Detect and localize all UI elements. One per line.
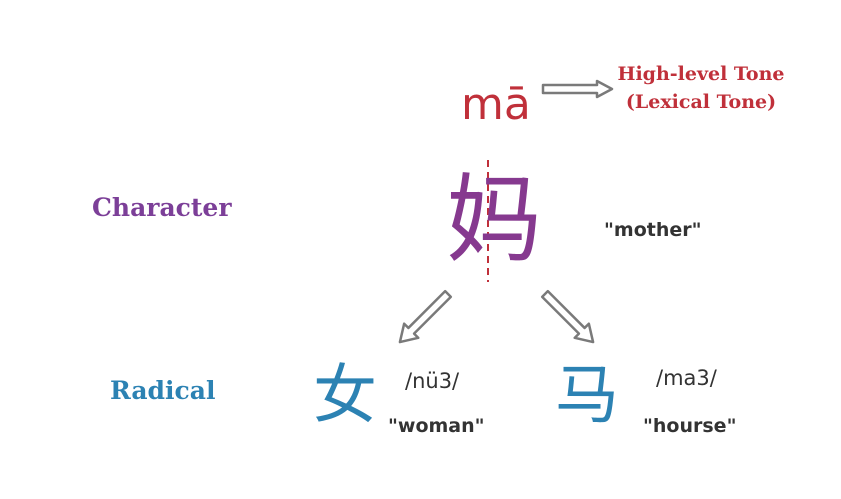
character-gloss: "mother" [604, 219, 702, 241]
radical-woman-gloss: "woman" [388, 415, 485, 437]
main-character: 妈 [446, 164, 542, 276]
tone-label: High-level Tone (Lexical Tone) [612, 60, 790, 116]
tone-label-line2: (Lexical Tone) [625, 91, 777, 113]
tone-label-line1: High-level Tone [617, 63, 785, 85]
arrow-to-woman-radical [398, 289, 453, 344]
pinyin-syllable: mā [461, 79, 531, 130]
tone-arrow [541, 79, 614, 99]
radical-horse-pronunciation: /ma3/ [656, 366, 717, 390]
arrow-to-horse-radical [540, 289, 595, 344]
radical-horse-glyph: 马 [555, 359, 619, 433]
character-row-label: Character [92, 193, 232, 222]
radical-row-label: Radical [110, 376, 216, 405]
radical-horse-gloss: "hourse" [643, 415, 737, 437]
radical-woman-glyph: 女 [313, 359, 377, 433]
radical-woman-pronunciation: /nü3/ [405, 369, 460, 393]
